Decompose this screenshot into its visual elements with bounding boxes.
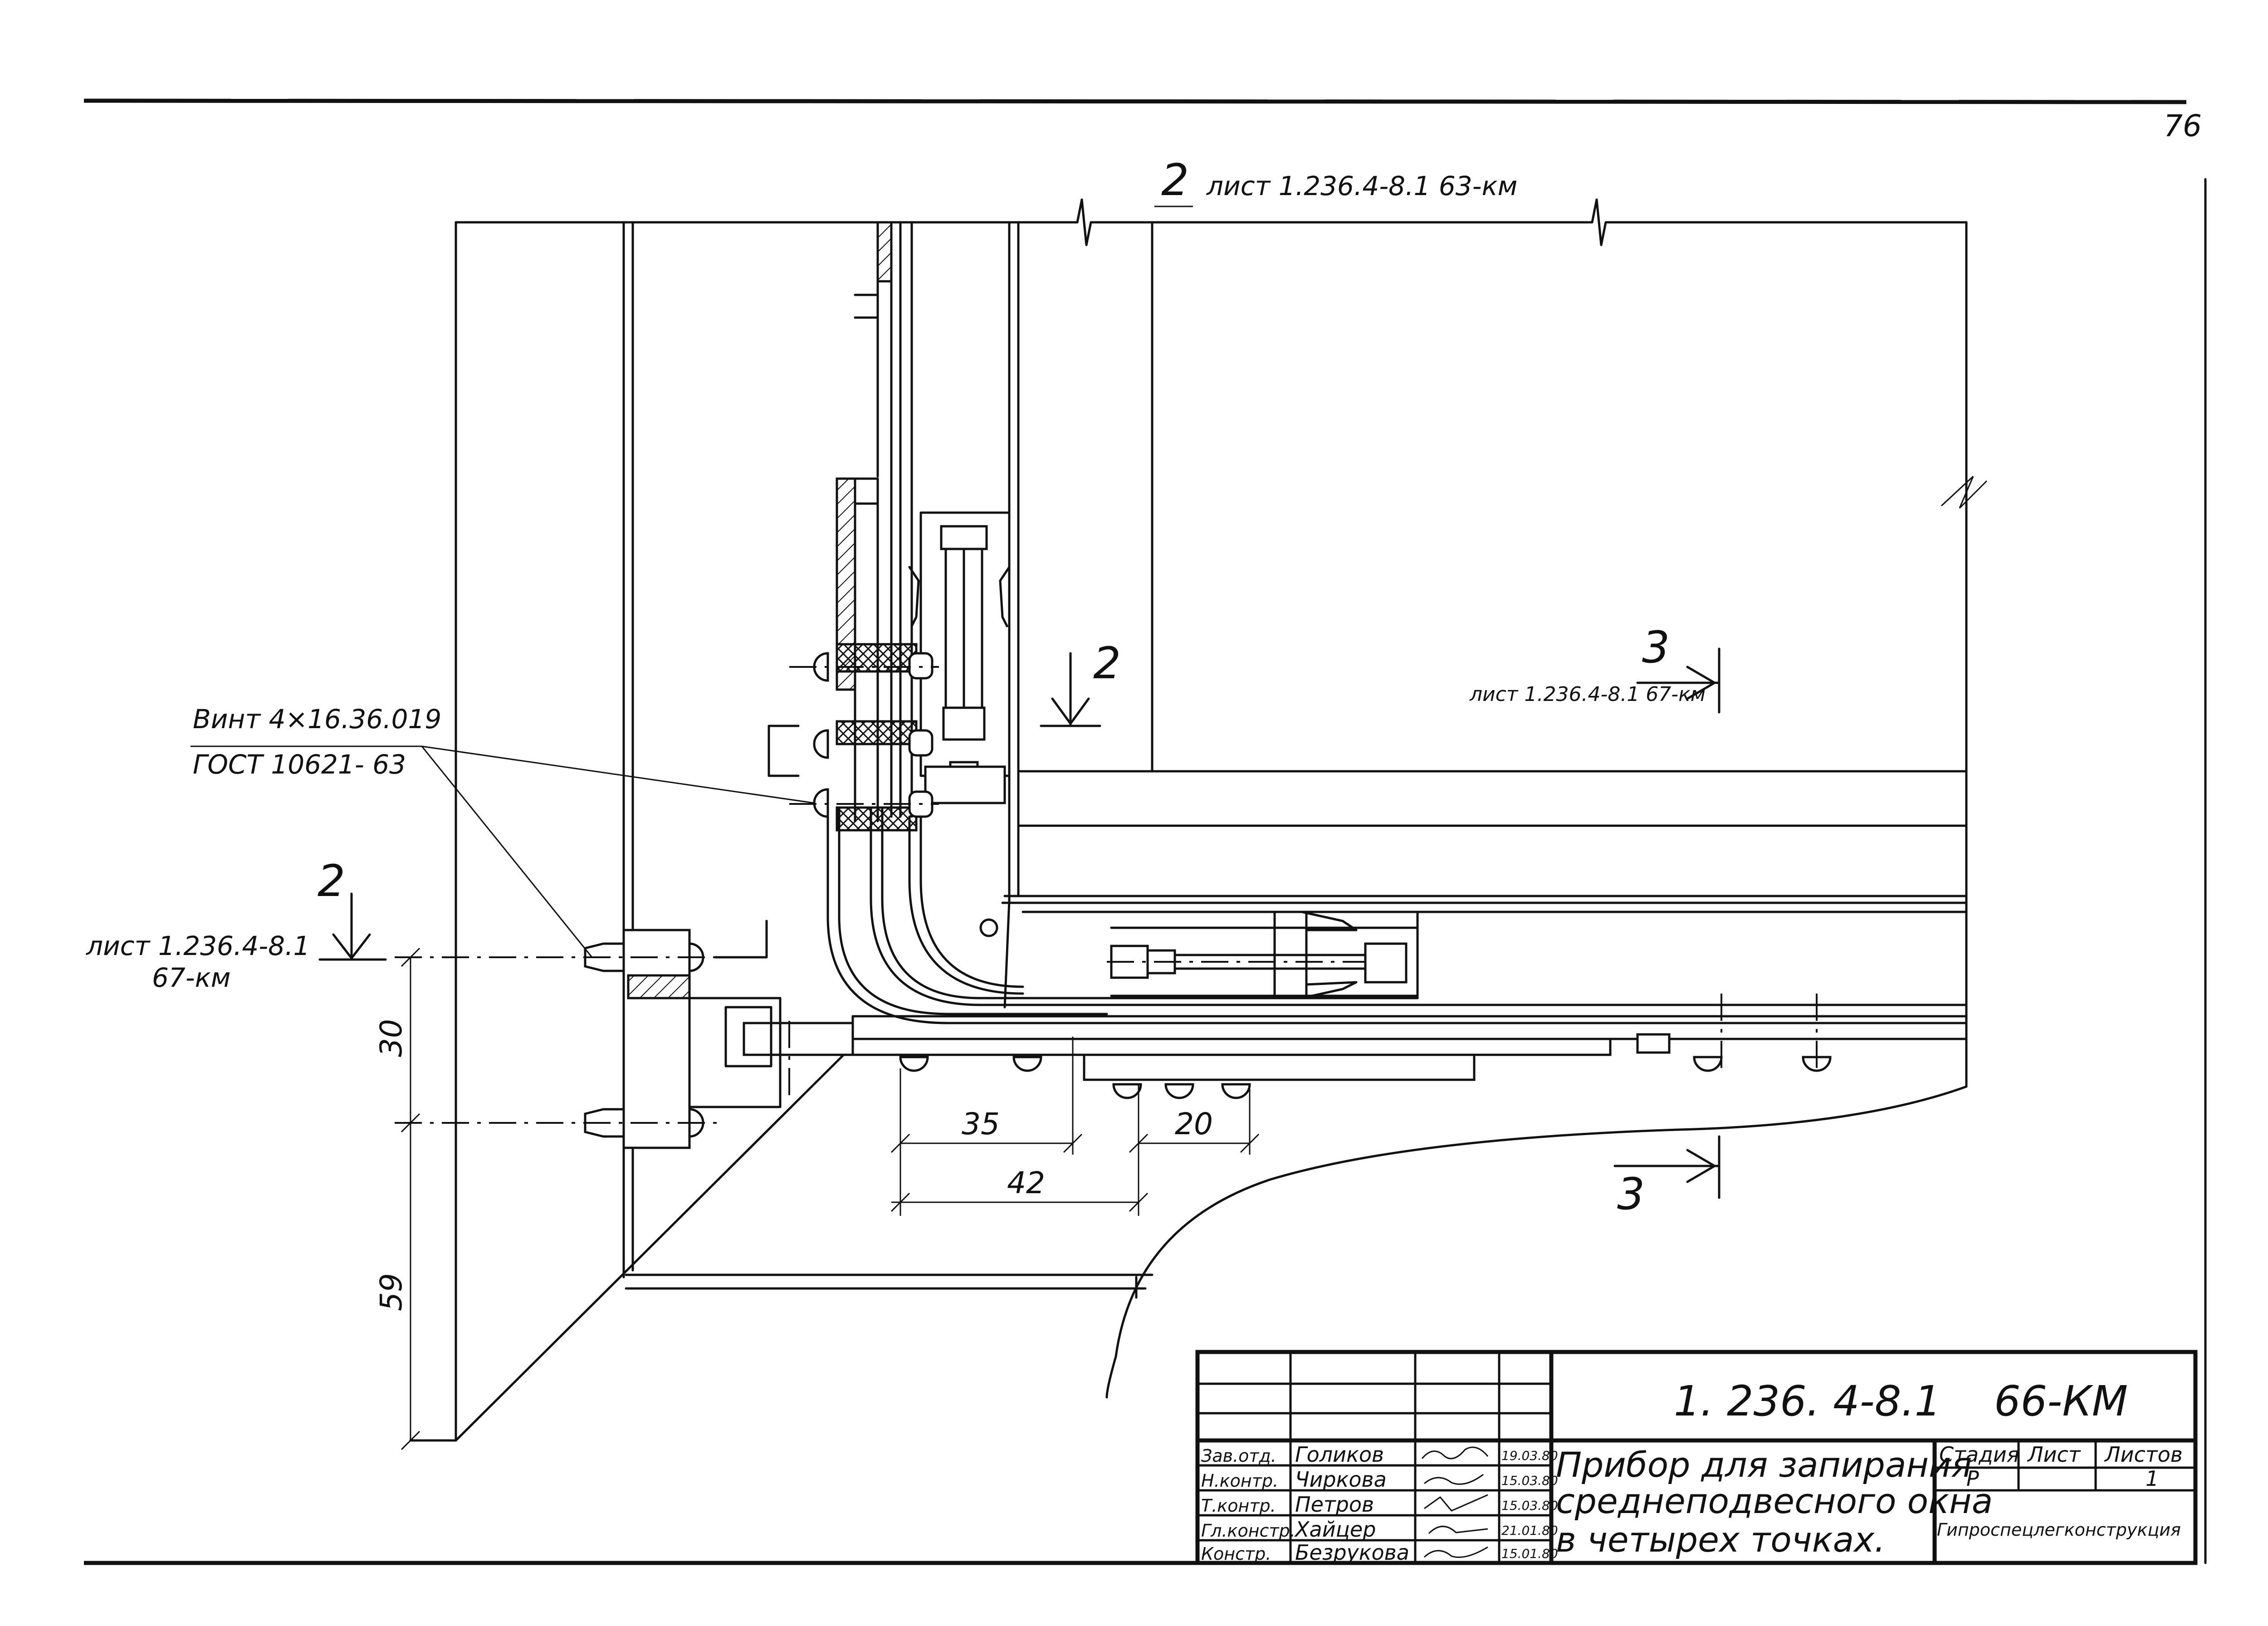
dim-42: 42 (1007, 1166, 1045, 1200)
staff-role: Гл.констр. (1201, 1521, 1295, 1541)
drawing-title-line1: Прибор для запирания (1556, 1445, 1972, 1485)
callout-screw-line1: Винт 4×16.36.019 (193, 704, 441, 735)
window-frame-left (409, 221, 1154, 1442)
staff-name: Голиков (1295, 1442, 1384, 1467)
rail-screws (789, 652, 939, 818)
horizontal-dimension-lines (890, 1037, 1260, 1216)
staff-date: 21.01.80 (1501, 1523, 1558, 1538)
staff-date: 19.03.80 (1501, 1448, 1558, 1463)
staff-date: 15.01.80 (1501, 1546, 1558, 1561)
bottom-bar (724, 994, 1968, 1099)
value-sheets: 1 (2146, 1466, 2159, 1491)
dim-30: 30 (374, 1019, 409, 1057)
curved-rods (826, 802, 1968, 1024)
section-3-bottom-arrow (1613, 1135, 1721, 1199)
callout-leader (191, 745, 815, 958)
section-3-bottom-label: 3 (1617, 1169, 1645, 1220)
value-stage: Р (1966, 1466, 1979, 1491)
staff-role: Зав.отд. (1201, 1446, 1276, 1466)
top-ref-label: 2 (1161, 155, 1189, 206)
staff-row: Гл.констр. Хайцер 21.01.80 (1201, 1517, 1558, 1542)
staff-name: Петров (1295, 1492, 1374, 1517)
section-2-left-line2: 67-км (152, 962, 231, 993)
section-3-top-arrow (1636, 647, 1721, 714)
dim-35: 35 (962, 1107, 1000, 1141)
drawing-title-line2: средне­подвесного окна (1556, 1481, 1993, 1521)
dim-59: 59 (374, 1273, 409, 1311)
callout-screw-line2: ГОСТ 10621- 63 (193, 749, 406, 780)
header-stage: Стадия (1939, 1442, 2019, 1467)
break-lines (1076, 198, 1968, 1088)
staff-date: 15.03.80 (1501, 1498, 1558, 1513)
signature (1423, 1546, 1488, 1558)
staff-date: 15.03.80 (1501, 1473, 1558, 1488)
vertical-dimension-line (401, 947, 420, 1450)
section-2-right-arrow (1040, 652, 1101, 727)
header-sheet: Лист (2027, 1442, 2081, 1467)
section-2-right-label: 2 (1093, 638, 1121, 689)
drawing-title-line3: в четырех точках. (1556, 1519, 1885, 1560)
signature (1424, 1474, 1484, 1485)
staff-role: Т.контр. (1201, 1496, 1276, 1516)
staff-row: Зав.отд. Голиков 19.03.80 (1201, 1442, 1558, 1467)
section-2-left-label: 2 (318, 856, 345, 906)
drawing-code: 1. 236. 4-8.1 66-КМ (1674, 1377, 2128, 1425)
staff-name: Хайцер (1294, 1517, 1376, 1542)
sash (1001, 221, 1968, 1009)
section-2-left-arrow (318, 892, 387, 961)
staff-row: Н.контр. Чиркова 15.03.80 (1201, 1467, 1558, 1492)
sash-mark (1941, 475, 1988, 509)
left-bracket (395, 920, 782, 1149)
horizontal-bolt-assembly (1107, 911, 1419, 999)
section-3-top-label: 3 (1642, 622, 1670, 673)
top-ref-text: лист 1.236.4-8.1 63-км (1206, 171, 1517, 201)
title-block (1195, 1350, 2198, 1565)
staff-role: Констр. (1201, 1544, 1271, 1564)
staff-name: Чиркова (1295, 1467, 1387, 1492)
staff-row: Т.контр. Петров 15.03.80 (1201, 1492, 1558, 1517)
dim-20: 20 (1175, 1107, 1213, 1141)
staff-name: Безрукова (1295, 1540, 1409, 1565)
section-bracket (767, 725, 800, 777)
signature (1428, 1526, 1488, 1534)
break-boundary (1105, 1085, 1968, 1399)
staff-row: Констр. Безрукова 15.01.80 (1201, 1540, 1558, 1565)
section-2-left-line1: лист 1.236.4-8.1 (86, 931, 310, 961)
staff-role: Н.контр. (1201, 1471, 1278, 1491)
sheet-number: 76 (2164, 108, 2202, 143)
sheet-frame (83, 98, 2207, 1565)
vertical-bolt-assembly (908, 511, 1011, 804)
header-sheets: Листов (2104, 1442, 2183, 1467)
signature (1424, 1494, 1488, 1512)
signature (1421, 1446, 1489, 1459)
organization: Гипроспецлегконструкция (1937, 1520, 2181, 1540)
vertical-rail (836, 221, 918, 832)
section-3-top-text: лист 1.236.4-8.1 67-км (1469, 683, 1706, 706)
